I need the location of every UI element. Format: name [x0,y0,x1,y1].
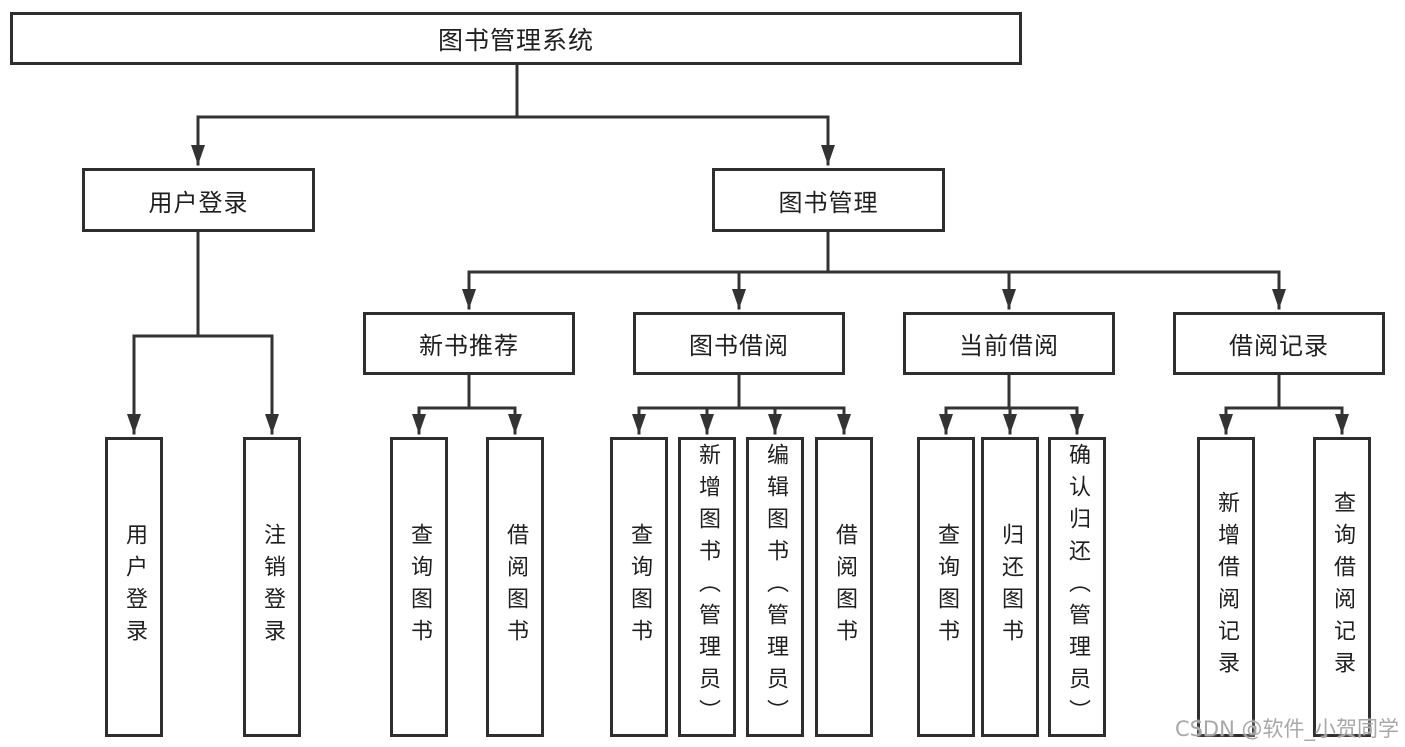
node-user-login: 用户登录 [82,168,315,232]
leaf-query-books-recommend: 查询图书 [390,437,448,737]
node-label: 新书推荐 [419,332,519,360]
node-label: 借阅记录 [1229,332,1329,360]
node-label: 图书借阅 [689,332,789,360]
leaf-logout: 注销登录 [243,437,301,737]
leaf-query-books-borrow: 查询图书 [610,437,668,737]
csdn-watermark: CSDN @软件_小贺同学 [1174,717,1399,741]
leaf-edit-book-admin: 编辑图书（管理员） [746,437,804,737]
leaf-label: 查询图书 [407,523,432,651]
leaf-add-book-admin: 新增图书（管理员） [678,437,736,737]
node-new-book-recommendation: 新书推荐 [363,312,575,375]
leaf-label: 注销登录 [260,523,285,651]
leaf-confirm-return-admin: 确认归还（管理员） [1048,437,1106,737]
node-label: 当前借阅 [959,332,1059,360]
leaf-label: 新增图书（管理员） [695,443,720,731]
leaf-borrow-books-recommend: 借阅图书 [486,437,544,737]
node-book-management: 图书管理 [712,168,945,232]
node-library-management-system: 图书管理系统 [10,12,1022,65]
node-label: 用户登录 [148,188,249,217]
leaf-label: 借阅图书 [832,523,857,651]
node-book-borrowing: 图书借阅 [633,312,845,375]
leaf-return-books: 归还图书 [981,437,1039,737]
leaf-add-borrow-record: 新增借阅记录 [1197,437,1255,737]
leaf-label: 确认归还（管理员） [1065,443,1090,731]
leaf-label: 编辑图书（管理员） [763,443,788,731]
leaf-query-books-current: 查询图书 [917,437,975,737]
leaf-query-borrow-record: 查询借阅记录 [1313,437,1371,737]
leaf-label: 借阅图书 [503,523,528,651]
node-current-borrowing: 当前借阅 [903,312,1115,375]
leaf-borrow-books: 借阅图书 [815,437,873,737]
leaf-label: 归还图书 [998,523,1023,651]
node-borrowing-records: 借阅记录 [1173,312,1385,375]
node-label: 图书管理 [778,188,879,217]
leaf-label: 查询借阅记录 [1330,491,1355,683]
leaf-user-login: 用户登录 [105,437,163,737]
leaf-label: 查询图书 [934,523,959,651]
node-label: 图书管理系统 [437,25,594,55]
leaf-label: 新增借阅记录 [1214,491,1239,683]
leaf-label: 用户登录 [122,523,147,651]
leaf-label: 查询图书 [627,523,652,651]
